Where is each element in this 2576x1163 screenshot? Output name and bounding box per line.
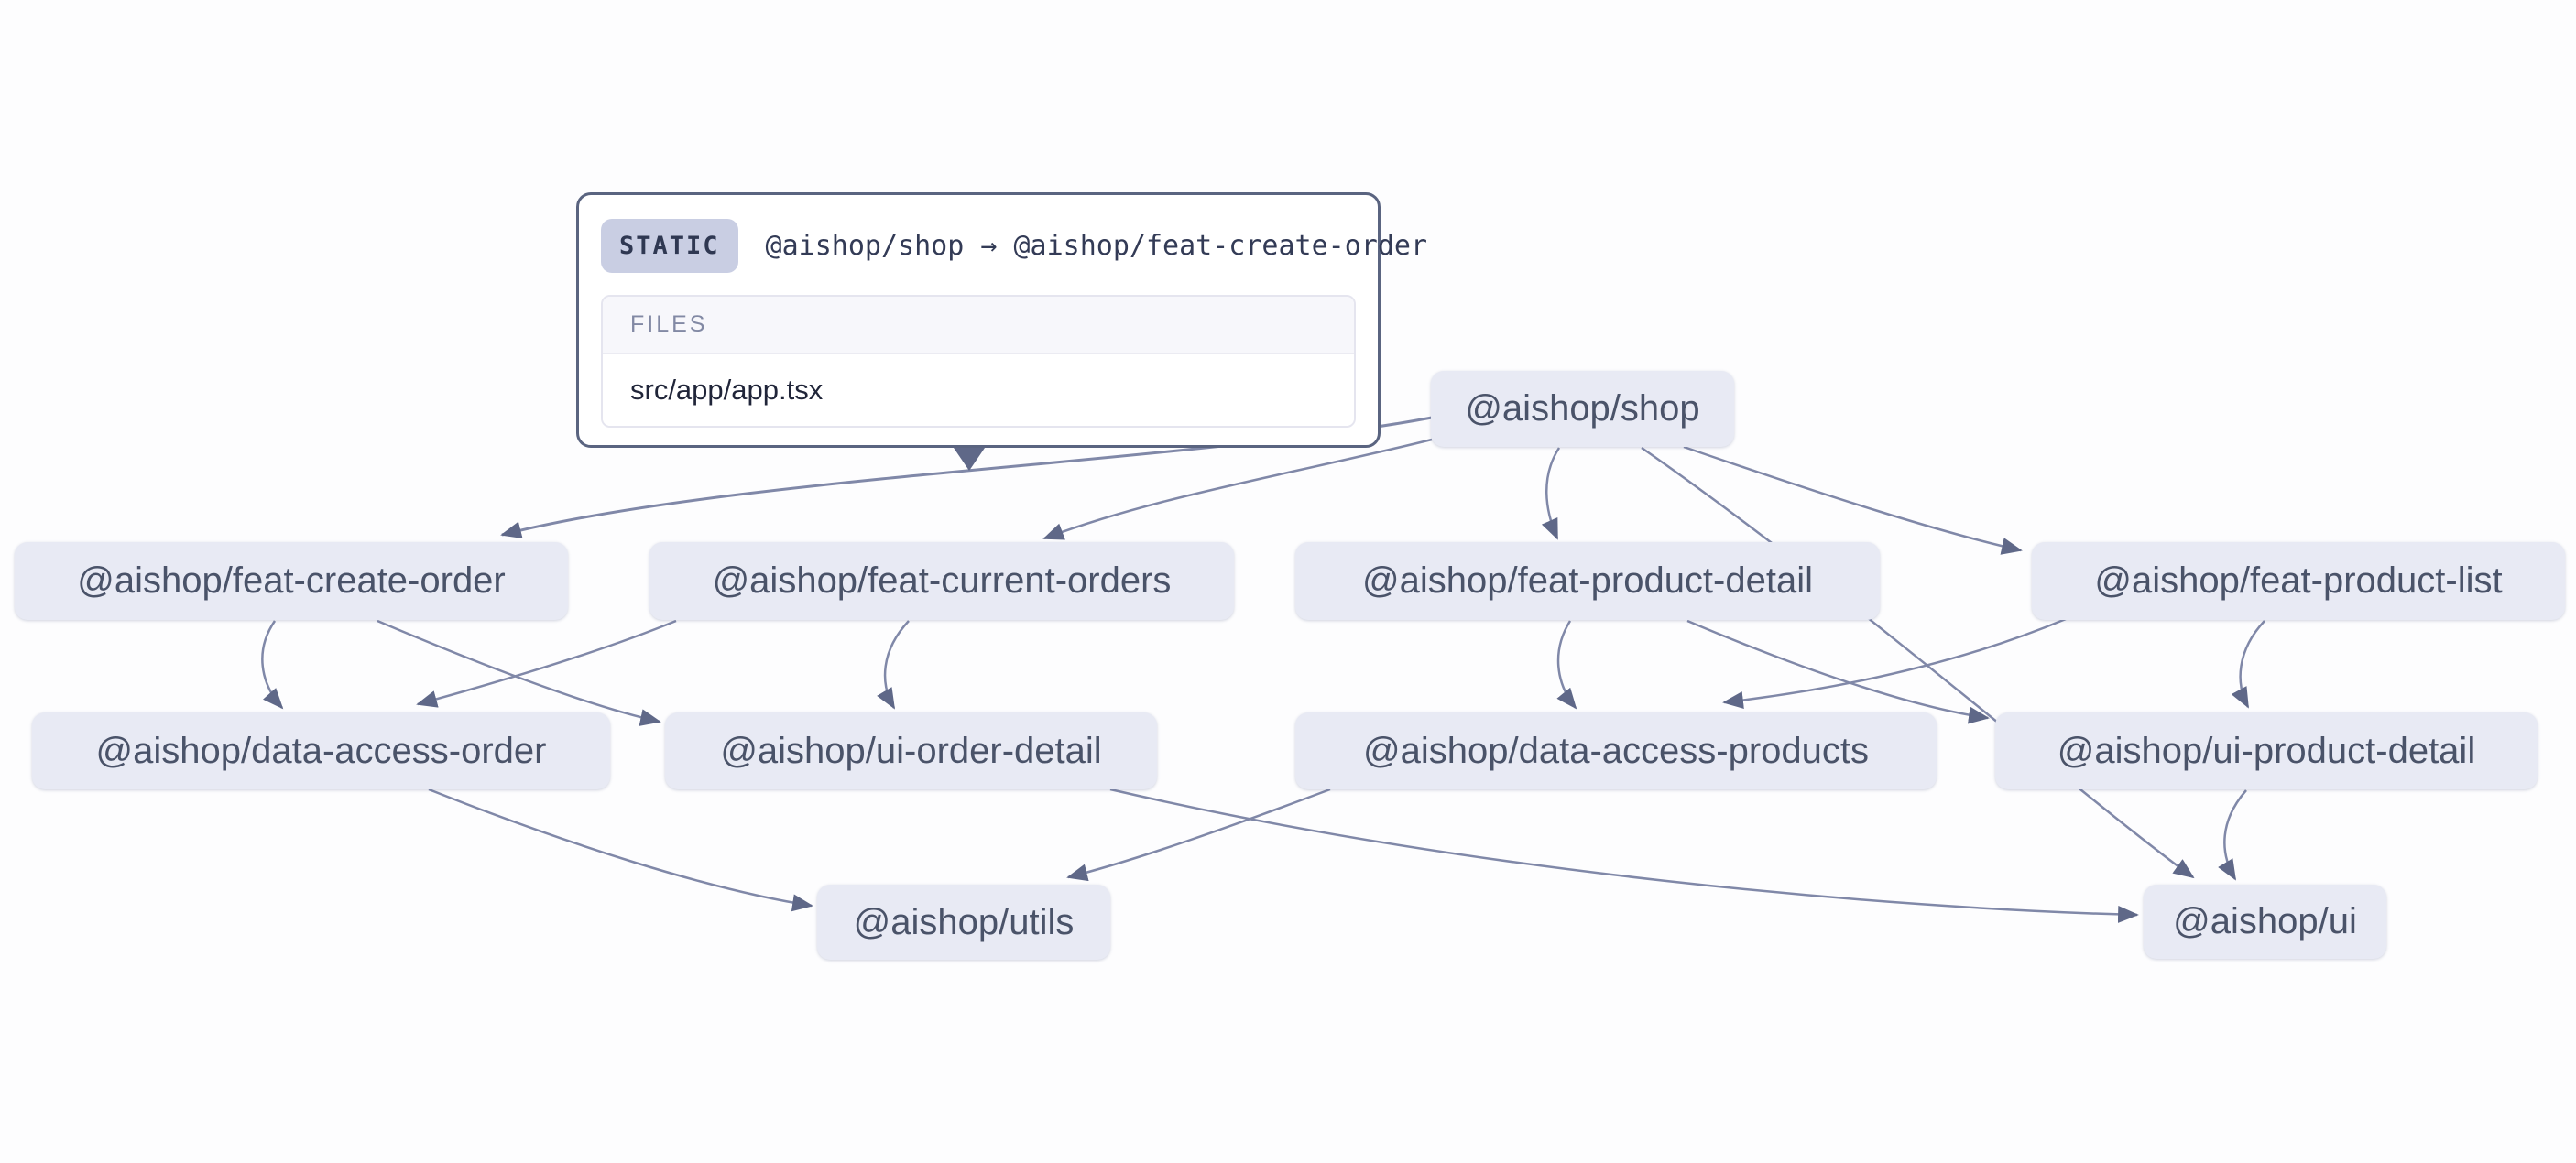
graph-edge-shop-to-feat-current-orders[interactable]	[1042, 438, 1433, 540]
graph-edge-ui-product-detail-to-ui[interactable]	[2218, 789, 2247, 881]
graph-node-feat-create-order[interactable]: @aishop/feat-create-order	[15, 542, 568, 620]
graph-node-feat-product-list[interactable]: @aishop/feat-product-list	[2032, 542, 2565, 620]
graph-edge-data-access-products-to-utils[interactable]	[1066, 788, 1331, 882]
highlighted-edge-mid-arrow-icon	[954, 448, 985, 471]
graph-node-feat-product-detail[interactable]: @aishop/feat-product-detail	[1295, 542, 1880, 620]
graph-edge-ui-order-detail-to-ui[interactable]	[1109, 788, 2139, 923]
graph-edge-feat-product-detail-to-data-access-products[interactable]	[1556, 620, 1577, 710]
graph-edge-shop-to-feat-product-detail[interactable]	[1541, 447, 1561, 540]
edge-tooltip: STATIC @aishop/shop → @aishop/feat-creat…	[576, 192, 1427, 448]
files-header-label: FILES	[603, 297, 1354, 354]
graph-edge-data-access-order-to-utils[interactable]	[428, 788, 813, 912]
graph-edge-feat-product-list-to-data-access-products[interactable]	[1722, 617, 2067, 710]
graph-node-feat-current-orders[interactable]: @aishop/feat-current-orders	[649, 542, 1234, 620]
tooltip-header: STATIC @aishop/shop → @aishop/feat-creat…	[601, 219, 1427, 273]
edge-type-badge: STATIC	[601, 219, 738, 273]
graph-edge-feat-create-order-to-data-access-order[interactable]	[261, 620, 284, 710]
graph-edge-feat-create-order-to-ui-order-detail[interactable]	[377, 619, 661, 726]
graph-edge-shop-to-feat-product-list[interactable]	[1683, 445, 2023, 555]
graph-edge-feat-current-orders-to-data-access-order[interactable]	[416, 619, 677, 708]
graph-edge-feat-product-list-to-ui-product-detail[interactable]	[2231, 620, 2265, 709]
graph-edge-feat-current-orders-to-ui-order-detail[interactable]	[877, 620, 910, 710]
graph-edge-feat-product-detail-to-ui-product-detail[interactable]	[1686, 619, 1990, 724]
graph-edge-shop-to-ui[interactable]	[1641, 446, 2195, 879]
graph-node-utils[interactable]: @aishop/utils	[817, 885, 1110, 960]
file-row: src/app/app.tsx	[603, 354, 1354, 426]
graph-node-data-access-order[interactable]: @aishop/data-access-order	[32, 712, 610, 789]
graph-node-shop[interactable]: @aishop/shop	[1431, 371, 1734, 447]
tooltip-title: @aishop/shop → @aishop/feat-create-order	[765, 230, 1428, 262]
graph-node-ui[interactable]: @aishop/ui	[2144, 885, 2386, 959]
files-panel: FILES src/app/app.tsx	[601, 295, 1356, 428]
graph-node-data-access-products[interactable]: @aishop/data-access-products	[1295, 712, 1937, 789]
graph-node-ui-order-detail[interactable]: @aishop/ui-order-detail	[665, 712, 1157, 789]
graph-node-ui-product-detail[interactable]: @aishop/ui-product-detail	[1995, 712, 2538, 789]
